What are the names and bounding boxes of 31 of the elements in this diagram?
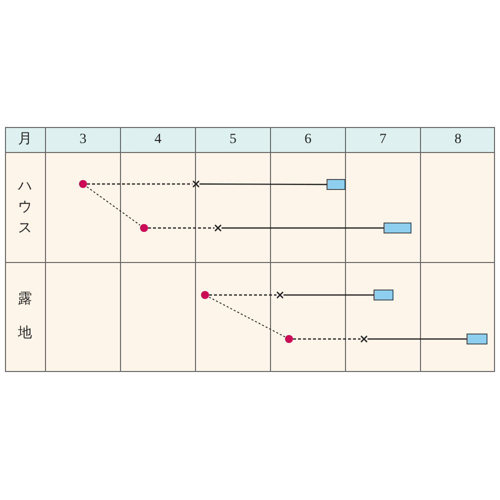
solid-line <box>368 338 467 340</box>
start-dot <box>285 335 293 343</box>
dotted-line <box>148 227 214 229</box>
harvest-bar <box>374 290 394 300</box>
month-label: 8 <box>454 132 462 148</box>
cross-mark <box>192 180 200 188</box>
month-label: 7 <box>380 132 386 148</box>
harvest-bar <box>466 334 488 344</box>
month-label: 4 <box>154 132 162 148</box>
cross-mark <box>276 292 284 298</box>
dotted-line <box>87 183 192 185</box>
dotted-line <box>293 338 360 340</box>
solid-line <box>284 294 374 296</box>
row-label: 露地 <box>18 290 32 343</box>
month-label: 3 <box>80 132 86 148</box>
row-label: ハウス <box>18 178 32 238</box>
harvest-bar <box>326 179 346 190</box>
start-dot <box>79 180 87 188</box>
dotted-line <box>86 186 140 226</box>
start-dot <box>201 291 209 299</box>
harvest-bar <box>384 222 412 234</box>
column-header-label: 月 <box>18 132 32 148</box>
month-label: 6 <box>304 132 312 148</box>
dotted-line <box>209 294 276 296</box>
solid-line <box>222 227 384 229</box>
dotted-line <box>208 296 286 338</box>
start-dot <box>140 224 148 232</box>
cross-mark <box>360 336 368 342</box>
cross-mark <box>214 224 222 232</box>
solid-line <box>200 183 327 186</box>
month-label: 5 <box>230 132 236 148</box>
